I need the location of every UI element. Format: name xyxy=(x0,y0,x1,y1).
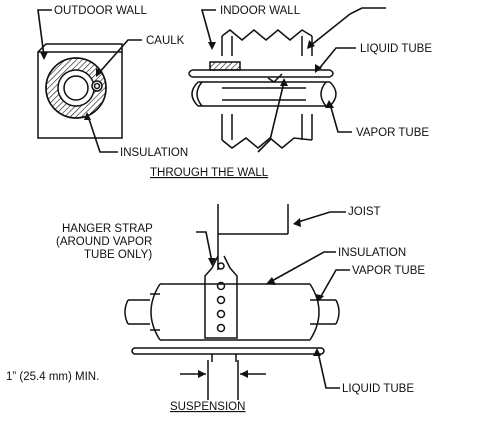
label-joist: JOIST xyxy=(348,206,381,218)
label-hanger-strap-1: HANGER STRAP xyxy=(62,223,153,235)
label-hanger-strap-3: TUBE ONLY) xyxy=(84,249,152,261)
through-wall-arrowheads xyxy=(40,40,334,120)
vapor-tube-through-wall xyxy=(191,73,337,107)
label-caulk: CAULK xyxy=(146,35,185,47)
liquid-tube-through-wall xyxy=(188,69,334,78)
label-vapor-tube-suspension: VAPOR TUBE xyxy=(352,265,425,277)
label-hanger-strap-2: (AROUND VAPOR xyxy=(56,236,152,248)
label-insulation-wall: INSULATION xyxy=(120,147,188,159)
liquid-tube-suspension xyxy=(131,347,325,362)
hanger-strap xyxy=(204,255,238,339)
suspension-view xyxy=(124,204,340,400)
through-wall-view xyxy=(37,29,337,149)
through-wall-leaders xyxy=(37,7,386,153)
title-suspension: SUSPENSION xyxy=(170,401,245,413)
insulated-vapor-tube xyxy=(124,283,340,341)
joist xyxy=(217,204,289,270)
label-indoor-wall: INDOOR WALL xyxy=(220,5,301,17)
label-liquid-tube-suspension: LIQUID TUBE xyxy=(342,383,414,395)
min-distance-dimension xyxy=(180,360,266,400)
caulk-band xyxy=(209,61,241,71)
label-vapor-tube-wall: VAPOR TUBE xyxy=(356,127,429,139)
label-insulation-suspension: INSULATION xyxy=(338,247,406,259)
title-through-the-wall: THROUGH THE WALL xyxy=(150,167,269,179)
label-min-dimension: 1” (25.4 mm) MIN. xyxy=(6,371,99,383)
suspension-arrowheads xyxy=(198,218,324,378)
label-outdoor-wall: OUTDOOR WALL xyxy=(54,5,147,17)
suspension-leaders xyxy=(196,211,350,389)
label-liquid-tube-wall: LIQUID TUBE xyxy=(360,43,432,55)
insulated-tube-end-view xyxy=(45,57,107,119)
indoor-wall xyxy=(221,29,313,149)
